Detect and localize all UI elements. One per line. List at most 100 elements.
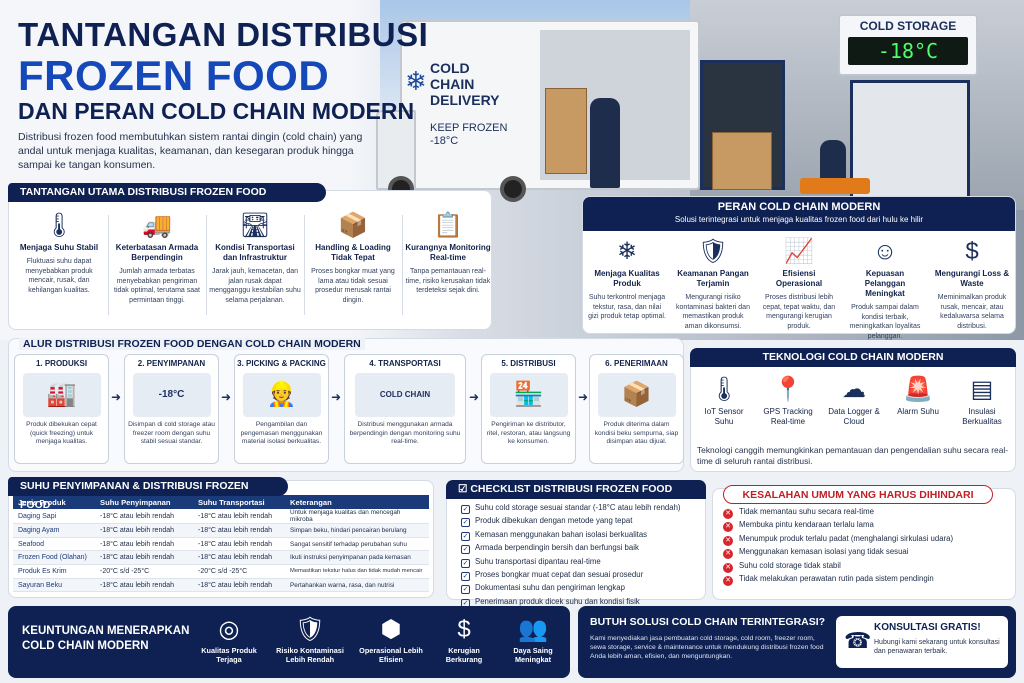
table-cell: -18°C atau lebih rendah [193,578,285,593]
close-icon: ✕ [723,549,733,560]
flow-header: ALUR DISTRIBUSI FROZEN FOOD DENGAN COLD … [19,338,365,350]
checklist-item[interactable]: ✓Dokumentasi suhu dan pengiriman lengkap [461,581,697,595]
table-cell: -20°C s/d -25°C [193,564,285,579]
clipboard-icon: 📋 [433,212,463,239]
table-row: Produk Es Krim -20°C s/d -25°C -20°C s/d… [13,564,429,579]
mistake-item: ✕Tidak memantau suhu secara real-time [723,505,1007,519]
checkbox-icon[interactable]: ✓ [461,558,470,568]
challenge-item: 📋 Kurangnya Monitoring Real-time Tanpa p… [405,209,491,296]
challenge-label: Keterbatasan Armada Berpendingin [115,243,199,262]
tech-item: 🚨 Alarm Suhu [889,373,947,417]
flow-step: 5. DISTRIBUSI 🏪 Pengiriman ke distributo… [481,354,576,464]
benefit-label: Daya Saing Meningkat [513,646,553,664]
flow-step-badge: -18°C [158,389,185,400]
checklist-item-text: Produk dibekukan dengan metode yang tepa… [475,516,633,526]
close-icon: ✕ [723,562,733,573]
close-icon: ✕ [723,522,733,533]
truck-keep-text: KEEP FROZEN [430,122,508,134]
mistake-item-text: Tidak melakukan perawatan rutin pada sis… [739,573,934,583]
challenge-label: Menjaga Suhu Stabil [19,243,99,252]
checklist-item[interactable]: ✓Armada berpendingin bersih dan berfungs… [461,541,697,555]
truck-temp: -18°C [430,135,459,147]
close-icon: ✕ [723,509,733,519]
flow-step: 1. PRODUKSI 🏭 Produk dibekukan cepat (qu… [14,354,109,464]
challenge-item: 🛣 Kondisi Transportasi dan Infrastruktur… [209,209,301,305]
role-desc: Mengurangi risiko kontaminasi bakteri da… [676,294,750,330]
roles-panel: PERAN COLD CHAIN MODERN Solusi terintegr… [582,196,1016,340]
table-cell: -18°C atau lebih rendah [95,523,193,538]
benefit-item: 👥 Daya Saing Meningkat [502,614,564,664]
table-row: Daging Ayam -18°C atau lebih rendah -18°… [13,523,429,538]
table-cell: -18°C atau lebih rendah [193,523,285,538]
cargo-boxes [545,88,587,174]
challenge-item: 🚚 Keterbatasan Armada Berpendingin Jumla… [111,209,203,305]
people-icon: 👥 [518,616,548,643]
table-header-title: SUHU PENYIMPANAN & DISTRIBUSI FROZEN FOO… [8,477,288,511]
dollar-icon: $ [965,238,979,265]
checklist-item[interactable]: ✓Proses bongkar muat cepat dan sesuai pr… [461,568,697,581]
flow-step-name: 5. DISTRIBUSI [501,359,556,368]
benefits-header: KEUNTUNGAN MENERAPKAN COLD CHAIN MODERN [22,624,189,654]
flow-step-desc: Pengambilan dan pengemasan menggunakan m… [240,421,323,445]
checklist-item-text: Suhu transportasi dipantau real-time [475,556,601,566]
checkbox-icon[interactable]: ✓ [461,531,470,541]
mistake-item-text: Membuka pintu kendaraan terlalu lama [739,520,874,530]
checklist-item-text: Penerimaan produk dicek suhu dan kondisi… [475,596,640,606]
tech-label: IoT Sensor Suhu [704,407,744,426]
mistake-item-text: Menggunakan kemasan isolasi yang tidak s… [739,547,909,557]
challenges-panel: TANTANGAN UTAMA DISTRIBUSI FROZEN FOOD 🌡… [8,183,492,330]
truck-keep-frozen: KEEP FROZEN -18°C [430,122,507,148]
delivery-worker [590,98,620,188]
forklift [800,178,870,194]
cold-storage-sign-title: COLD STORAGE [859,19,957,33]
flow-step: 4. TRANSPORTASI COLD CHAIN Distribusi me… [344,354,466,464]
checklist-item[interactable]: ✓Suhu cold storage sesuai standar (-18°C… [461,501,697,514]
role-item: 📈 Efisiensi Operasional Proses distribus… [759,235,839,331]
tech-label: GPS Tracking Real-time [763,407,813,426]
box-icon: 📦 [338,212,368,239]
temperature-table: Jenis Produk Suhu Penyimpanan Suhu Trans… [13,495,429,593]
role-label: Efisiensi Operasional [775,269,823,288]
mistake-item: ✕Suhu cold storage tidak stabil [723,559,1007,573]
chart-icon: 📈 [784,238,814,265]
checklist-item[interactable]: ✓ Produk dibekukan dengan metode yang tep… [461,514,697,528]
boxes-icon: ⬢ [380,616,402,643]
checklist-item[interactable]: ✓Kemasan menggunakan bahan isolasi berku… [461,528,697,541]
checklist-panel: ☑ CHECKLIST DISTRIBUSI FROZEN FOOD ✓Suhu… [446,480,706,608]
flow-step-desc: Produk diterima dalam kondisi beku sempu… [594,421,679,445]
table-cell: Sayuran Beku [13,578,95,593]
role-item: $ Mengurangi Loss & Waste Meminimalkan p… [931,235,1013,331]
temperature-table-panel: SUHU PENYIMPANAN & DISTRIBUSI FROZEN FOO… [8,477,434,598]
checkbox-icon[interactable]: ✓ [461,505,470,514]
checkbox-icon[interactable]: ✓ [461,571,470,581]
table-cell: -18°C atau lebih rendah [193,550,285,566]
tech-item: ▤ Insulasi Berkualitas [951,373,1013,427]
cta-panel: BUTUH SOLUSI COLD CHAIN TERINTEGRASI? Ka… [578,606,1016,678]
table-column-header: Jenis Produk [13,495,95,509]
sensor-icon: 🌡 [708,376,740,403]
tech-panel: TEKNOLOGI COLD CHAIN MODERN 🌡 IoT Sensor… [690,348,1016,472]
arrow-right-icon: ➜ [331,390,342,404]
challenge-label: Kondisi Transportasi dan Infrastruktur [215,243,295,262]
truck-cab [376,110,416,190]
arrow-right-icon: ➜ [221,390,232,404]
checkbox-icon[interactable]: ✓ [461,518,470,528]
checkbox-icon[interactable]: ✓ [461,585,470,595]
cold-storage-door [850,80,970,200]
checklist-item[interactable]: ✓ Suhu transportasi dipantau real-time [461,555,697,568]
mistakes-header: KESALAHAN UMUM YANG HARUS DIHINDARI [723,485,993,504]
checkbox-icon[interactable]: ✓ [461,545,470,555]
consultation-button[interactable]: ☎ KONSULTASI GRATIS! Hubungi kami sekara… [836,616,1008,668]
challenge-label: Handling & Loading Tidak Tepat [315,243,391,262]
table-row: Frozen Food (Olahan) -18°C atau lebih re… [13,550,429,566]
mistake-item: ✕Menumpuk produk terlalu padat (menghala… [723,532,1007,546]
table-cell: Sangat sensitif terhadap perubahan suhu [285,537,429,552]
role-desc: Meminimalkan produk rusak, mencair, atau… [937,294,1007,330]
table-cell: Daging Ayam [13,523,95,538]
worker-icon: 👷 [242,373,321,417]
challenge-desc: Jumlah armada terbatas menyebabkan pengi… [114,268,200,304]
flow-step: 2. PENYIMPANAN -18°C Disimpan di cold st… [124,354,219,464]
flow-step: 6. PENERIMAAN 📦 Produk diterima dalam ko… [589,354,684,464]
warehouse-icon: -18°C [132,373,211,417]
table-row: Daging Sapi -18°C atau lebih rendah -18°… [13,509,429,524]
